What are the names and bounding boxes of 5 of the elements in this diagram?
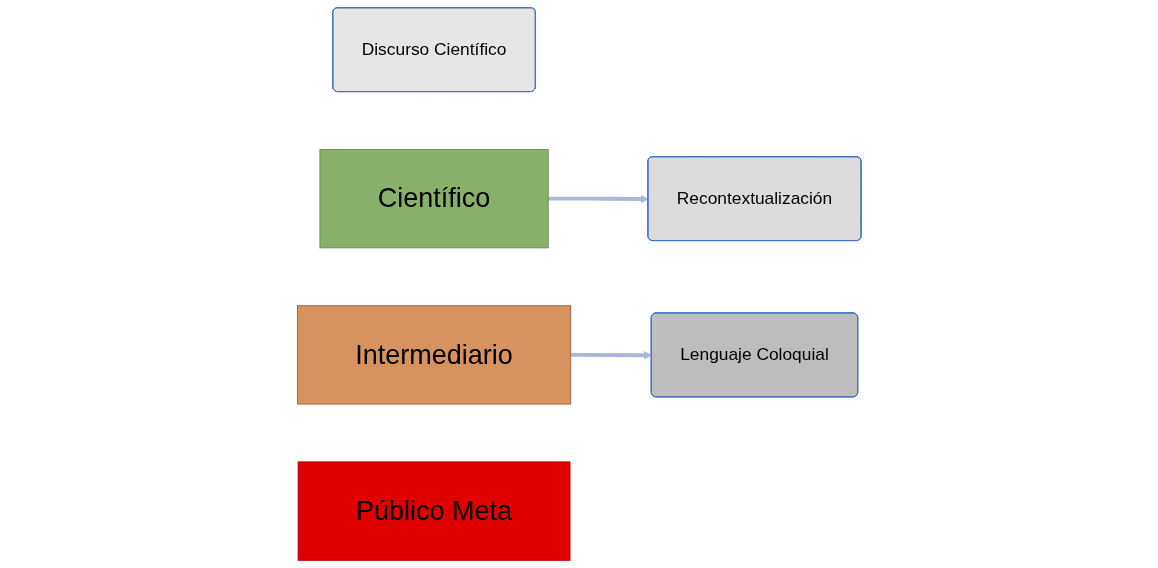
node-box: Público Meta [297,461,571,561]
node-box: Científico [319,149,549,249]
node-box: Intermediario [296,305,571,405]
arrow [547,194,649,204]
arrow [570,351,652,360]
